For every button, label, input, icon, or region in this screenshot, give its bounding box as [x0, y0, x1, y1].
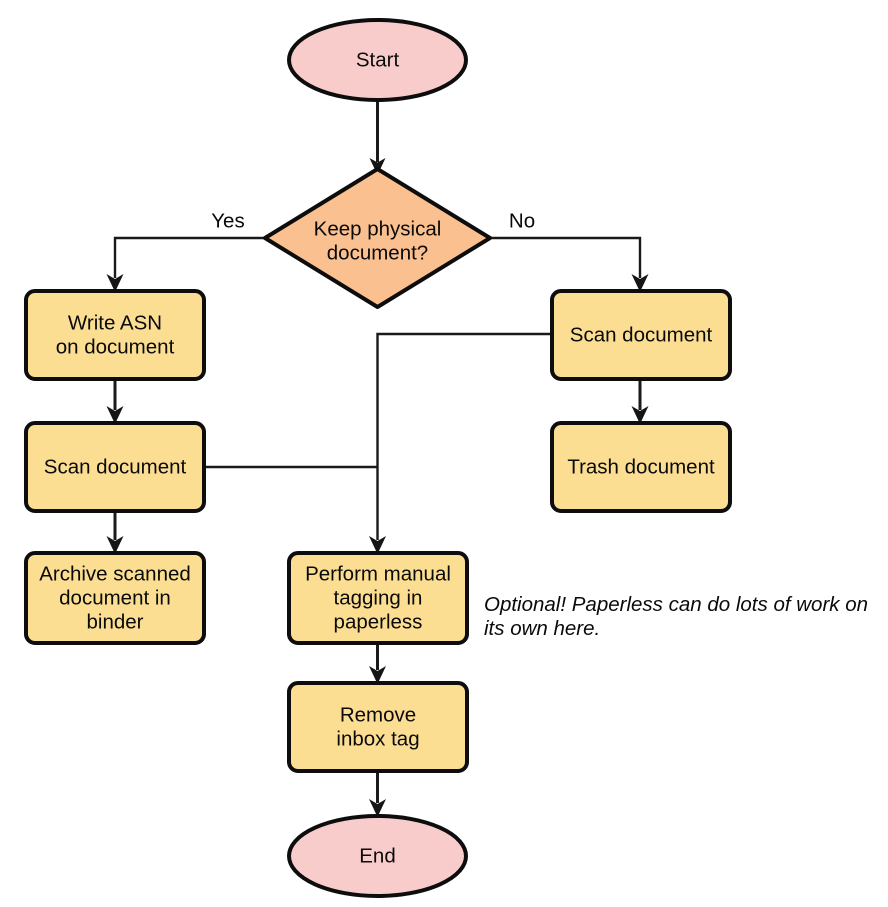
arrowhead-icon — [369, 666, 386, 684]
node-archive-binder-label-line2: document in — [59, 586, 171, 609]
edge-decision-no-to-scan-right — [490, 236, 649, 292]
annotation-optional-note-line1: Optional! Paperless can do lots of work … — [484, 593, 868, 616]
edge-layer — [106, 100, 649, 817]
node-keep-physical-document[interactable]: Keep physical document? — [263, 167, 492, 309]
arrowhead-icon — [631, 274, 649, 292]
arrowhead-icon — [369, 536, 386, 554]
arrowhead-icon — [106, 536, 124, 554]
node-remove-inbox-tag-label-line1: Remove — [340, 703, 416, 726]
node-scan-document-right-shape[interactable] — [550, 289, 732, 381]
edge-label-yes: Yes — [211, 209, 244, 232]
edge-write-asn-to-scan-left — [106, 379, 124, 424]
node-start[interactable]: Start — [287, 18, 468, 102]
node-remove-inbox-tag-label-line2: inbox tag — [336, 727, 419, 750]
node-write-asn[interactable]: Write ASN on document — [24, 289, 206, 381]
node-end[interactable]: End — [287, 814, 468, 898]
annotation-optional-note: Optional! Paperless can do lots of work … — [484, 593, 868, 640]
node-end-label: End — [359, 844, 395, 867]
node-scan-document-left-label: Scan document — [44, 455, 187, 478]
edge-decision-yes-to-write-asn — [106, 236, 265, 292]
node-manual-tagging[interactable]: Perform manual tagging in paperless — [287, 551, 469, 645]
edge-remove-inbox-to-end — [369, 771, 386, 817]
arrowhead-icon — [369, 799, 386, 817]
arrowhead-icon — [106, 274, 124, 292]
edge-scan-right-to-tagging — [369, 332, 552, 554]
annotation-optional-note-line2: its own here. — [484, 617, 600, 640]
node-end-shape[interactable] — [287, 814, 468, 898]
edge-tagging-to-remove-inbox — [369, 643, 386, 684]
edge-line — [376, 332, 552, 540]
node-trash-document-shape[interactable] — [550, 421, 732, 513]
arrowhead-icon — [369, 158, 386, 175]
node-trash-document-label: Trash document — [567, 455, 715, 478]
node-manual-tagging-label-line1: Perform manual — [305, 562, 451, 585]
edge-label-no: No — [509, 209, 535, 232]
edge-scan-right-to-trash — [631, 379, 649, 424]
node-keep-physical-document-label-line2: document? — [327, 241, 428, 264]
node-archive-binder[interactable]: Archive scanned document in binder — [24, 551, 206, 645]
node-write-asn-label-line2: on document — [56, 335, 175, 358]
node-scan-document-right-label: Scan document — [570, 323, 713, 346]
edge-label-layer: Yes No — [211, 209, 535, 232]
edge-line — [113, 236, 265, 278]
edge-line — [490, 236, 642, 278]
node-remove-inbox-tag[interactable]: Remove inbox tag — [287, 681, 469, 773]
node-archive-binder-label-line3: binder — [87, 610, 144, 633]
node-archive-binder-shape[interactable] — [24, 551, 206, 645]
node-write-asn-shape[interactable] — [24, 289, 206, 381]
edge-scan-left-to-archive — [106, 511, 124, 554]
arrowhead-icon — [106, 406, 124, 424]
node-keep-physical-document-shape[interactable] — [263, 167, 492, 309]
node-scan-document-right[interactable]: Scan document — [550, 289, 732, 381]
node-write-asn-label-line1: Write ASN — [68, 311, 162, 334]
node-manual-tagging-label-line3: paperless — [334, 610, 423, 633]
node-keep-physical-document-label-line1: Keep physical — [314, 217, 442, 240]
arrowhead-icon — [631, 406, 649, 424]
node-scan-document-left[interactable]: Scan document — [24, 421, 206, 513]
node-manual-tagging-shape[interactable] — [287, 551, 469, 645]
node-archive-binder-label-line1: Archive scanned — [39, 562, 191, 585]
node-manual-tagging-label-line2: tagging in — [334, 586, 423, 609]
node-layer: Start Keep physical document? Write ASN … — [24, 18, 732, 898]
node-scan-document-left-shape[interactable] — [24, 421, 206, 513]
node-start-label: Start — [356, 48, 400, 71]
node-trash-document[interactable]: Trash document — [550, 421, 732, 513]
edge-start-to-decision — [369, 100, 386, 175]
node-remove-inbox-tag-shape[interactable] — [287, 681, 469, 773]
node-start-shape[interactable] — [287, 18, 468, 102]
